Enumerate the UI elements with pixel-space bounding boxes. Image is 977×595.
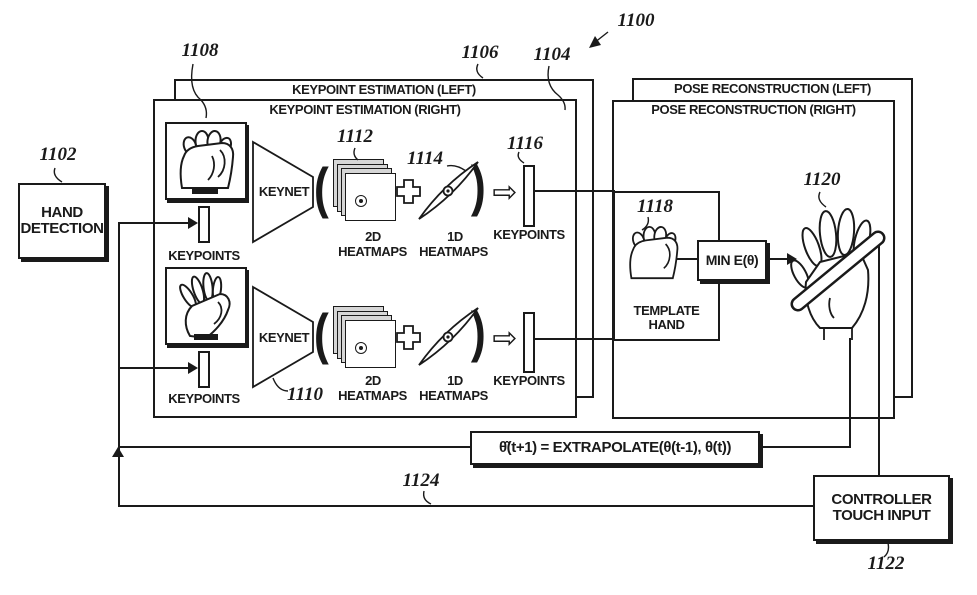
flow-line-keypoints-to-template-bottom: [535, 338, 615, 340]
keypoints-bar-output-bottom: [523, 312, 535, 373]
heatmaps-2d-label-bottom: 2D: [365, 373, 381, 388]
ref-label-1112: 1112: [337, 126, 373, 147]
keypoints-label-output-bottom: KEYPOINTS: [493, 373, 565, 388]
heatmap-2d-stack-top: [333, 159, 399, 223]
keypoints-label-input-bottom: KEYPOINTS: [168, 391, 240, 406]
flow-line-min-to-hand: [769, 258, 787, 260]
panel-title-keypoint-estimation-right: KEYPOINT ESTIMATION (RIGHT): [269, 102, 461, 117]
leader-line-1102: [53, 167, 63, 183]
hand-detection-label-line2: DETECTION: [20, 220, 104, 237]
keypoints-bar-input-bottom: [198, 351, 210, 388]
controller-touch-input-box: CONTROLLER TOUCH INPUT: [813, 475, 950, 541]
heatmap-front: [345, 173, 396, 221]
flow-line-hand-to-extrapolate-horizontal: [762, 446, 850, 448]
controller-label-line1: CONTROLLER: [831, 490, 932, 508]
figure-ref-arrow-icon: [589, 31, 609, 48]
ref-label-1124: 1124: [402, 470, 440, 491]
keypoints-bar-output-top: [523, 165, 535, 227]
paren-close-icon: ): [470, 154, 486, 217]
ref-label-1114: 1114: [407, 148, 443, 169]
controller-label-line2: TOUCH INPUT: [832, 507, 931, 524]
flow-line-to-keypoints-bottom: [118, 367, 190, 369]
panel-title-keypoint-estimation-left: KEYPOINT ESTIMATION (LEFT): [292, 82, 476, 97]
paren-open-icon: (: [313, 302, 329, 365]
heatmaps-1d-label2-bottom: HEATMAPS: [419, 388, 488, 403]
double-arrow-icon: ⇨: [492, 175, 518, 210]
flow-line-template-to-min: [670, 258, 697, 260]
extrapolate-formula: θ̂(t+1) = EXTRAPOLATE(θ(t-1), θ(t)): [498, 438, 732, 456]
heatmap-peak-dot-icon: [359, 199, 363, 203]
input-hand-image-frame-bottom: [165, 267, 247, 345]
heatmaps-2d-label2-top: HEATMAPS: [338, 244, 407, 259]
flow-line-keypoints-to-template-top: [535, 190, 615, 192]
arrowhead-min-output-icon: [787, 253, 797, 265]
ref-label-1106: 1106: [461, 42, 499, 63]
min-energy-box: MIN E(θ): [697, 240, 767, 281]
keypoints-label-input-top: KEYPOINTS: [168, 248, 240, 263]
ref-label-1100: 1100: [617, 10, 655, 31]
keypoints-label-output-top: KEYPOINTS: [493, 227, 565, 242]
paren-open-icon: (: [313, 156, 329, 219]
panel-title-pose-reconstruction-left: POSE RECONSTRUCTION (LEFT): [674, 81, 871, 96]
ref-label-1102: 1102: [39, 144, 77, 165]
heatmaps-1d-label-bottom: 1D: [447, 373, 463, 388]
heatmap-peak-icon: [355, 342, 367, 354]
heatmaps-1d-label2-top: HEATMAPS: [419, 244, 488, 259]
ref-label-1110: 1110: [287, 384, 323, 405]
heatmaps-2d-label2-bottom: HEATMAPS: [338, 388, 407, 403]
ref-label-1116: 1116: [507, 133, 543, 154]
leader-line-1124: [422, 490, 432, 505]
heatmaps-1d-label-top: 1D: [447, 229, 463, 244]
heatmap-peak-icon: [355, 195, 367, 207]
hand-detection-label-line1: HAND: [41, 203, 83, 221]
keynet-label-top: KEYNET: [258, 184, 310, 199]
template-hand-label-line2: HAND: [648, 317, 685, 332]
flow-line-feedback-vertical: [118, 223, 120, 451]
heatmap-front: [345, 320, 396, 368]
flow-line-to-keypoints-top: [118, 222, 190, 224]
heatmaps-2d-label-top: 2D: [365, 229, 381, 244]
arrowhead-keypoints-bottom-icon: [188, 362, 198, 374]
double-arrow-icon: ⇨: [492, 321, 518, 356]
extrapolate-box: θ̂(t+1) = EXTRAPOLATE(θ(t-1), θ(t)): [470, 431, 760, 465]
flow-line-controller-feedback-vertical: [118, 457, 120, 507]
flow-line-controller-to-hand: [878, 240, 880, 476]
flow-line-extrapolate-feedback: [118, 446, 470, 448]
ref-label-1120: 1120: [803, 169, 841, 190]
template-hand-label-line1: TEMPLATE: [633, 303, 700, 318]
paren-close-icon: ): [470, 300, 486, 363]
input-hand-image-frame-top: [165, 122, 247, 200]
ref-label-1122: 1122: [867, 553, 905, 574]
ref-label-1104: 1104: [533, 44, 571, 65]
heatmap-2d-stack-bottom: [333, 306, 399, 370]
keypoints-bar-input-top: [198, 206, 210, 243]
ref-label-1118: 1118: [637, 196, 673, 217]
panel-title-pose-reconstruction-right: POSE RECONSTRUCTION (RIGHT): [651, 102, 856, 117]
arrowhead-feedback-up-icon: [112, 447, 124, 457]
flow-line-hand-to-extrapolate-vertical: [849, 338, 851, 448]
arrowhead-keypoints-top-icon: [188, 217, 198, 229]
hand-detection-box: HAND DETECTION: [18, 183, 106, 259]
leader-line-1106: [476, 63, 484, 79]
keynet-label-bottom: KEYNET: [258, 330, 310, 345]
min-energy-label: MIN E(θ): [705, 251, 759, 268]
ref-label-1108: 1108: [181, 40, 219, 61]
flow-line-controller-feedback-horizontal: [118, 505, 815, 507]
heatmap-peak-dot-icon: [359, 346, 363, 350]
